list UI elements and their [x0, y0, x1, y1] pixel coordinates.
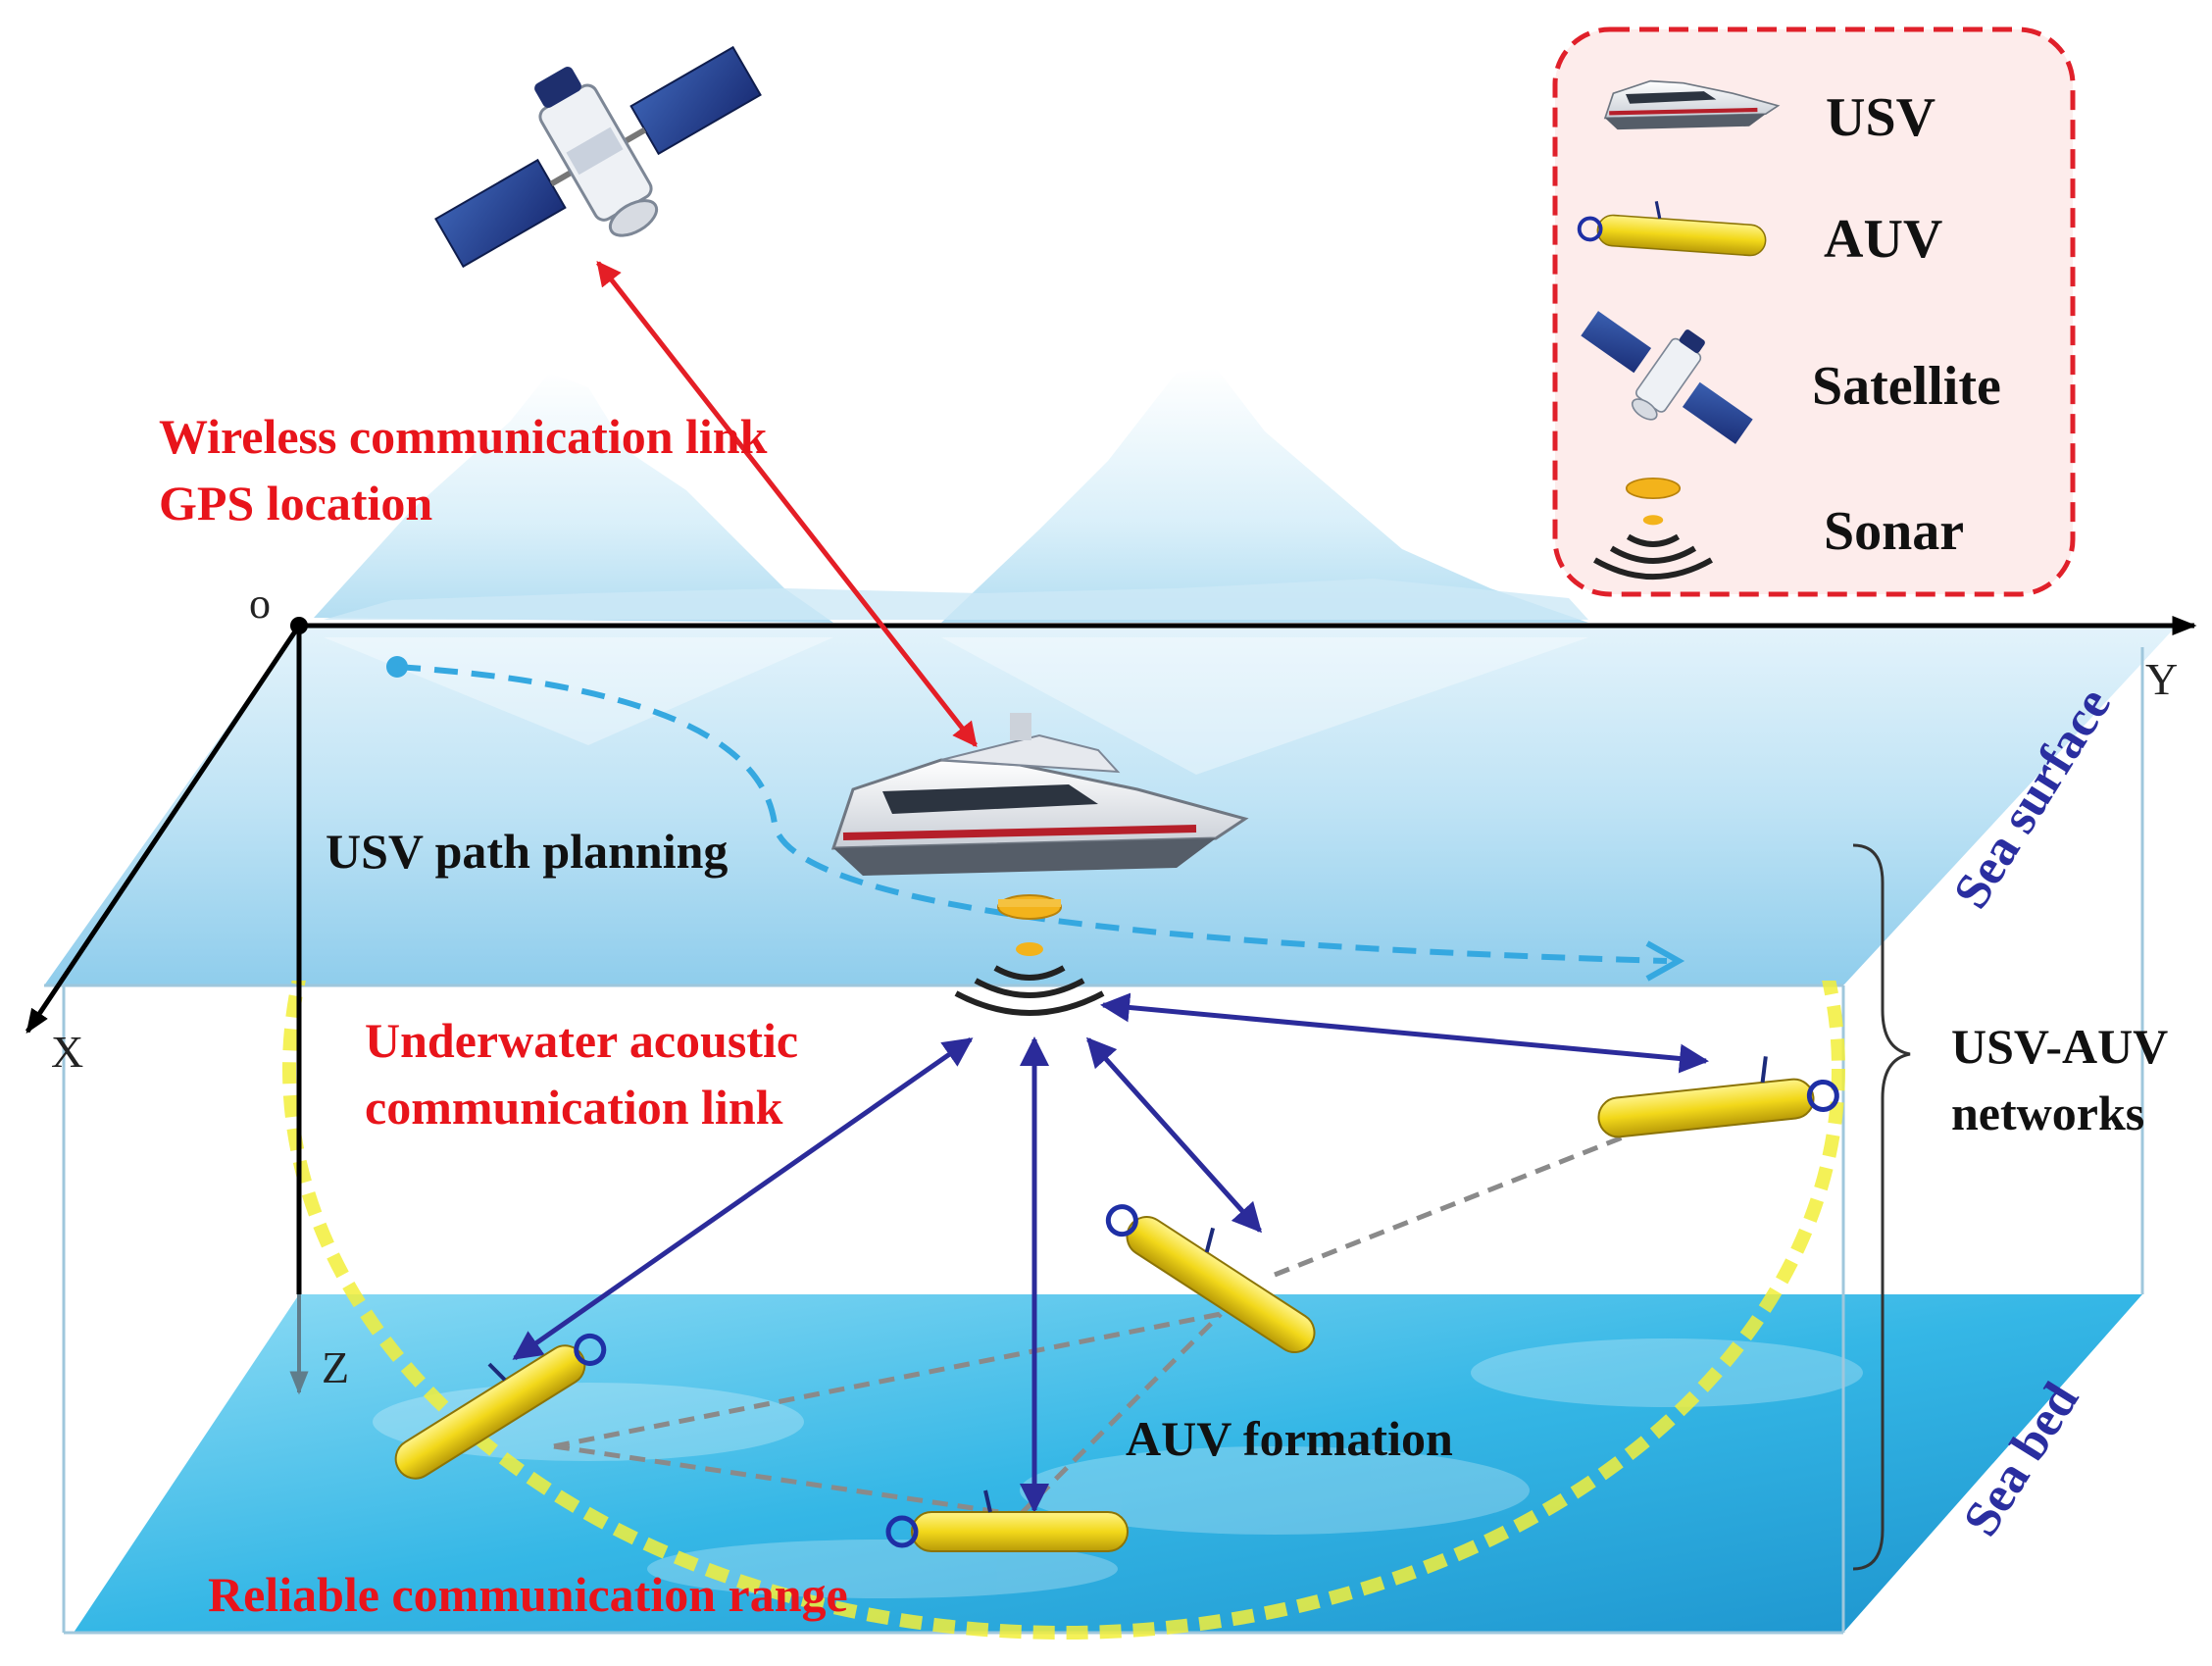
underwater-link-label-2: communication link [365, 1080, 783, 1135]
network-label-2: networks [1951, 1085, 2144, 1140]
wireless-link-arrow [596, 261, 978, 747]
legend-usv-label: USV [1826, 87, 1936, 148]
auv-vehicle-icon [394, 1333, 607, 1480]
acoustic-link-arrows [512, 992, 1709, 1513]
underwater-link-label: Underwater acoustic [365, 1013, 798, 1068]
axis-y-label: Y [2145, 654, 2178, 704]
reliable-range-label: Reliable communication range [208, 1567, 848, 1622]
usv-boat-icon [830, 713, 1249, 876]
usv-path-label: USV path planning [326, 824, 728, 879]
legend-sonar-icon [1593, 477, 1713, 581]
satellite-icon [434, 45, 762, 269]
iceberg-background [314, 368, 1588, 623]
axis-origin-dot [290, 617, 308, 634]
gps-location-label: GPS location [159, 476, 432, 530]
sonar-icon [954, 894, 1105, 1016]
reliable-range-circle [282, 981, 1845, 1640]
auv-vehicle-icon [1105, 1204, 1316, 1354]
legend-sonar-label: Sonar [1824, 501, 1964, 562]
legend-usv-icon [1603, 79, 1781, 130]
legend-auv-icon [1577, 201, 1767, 257]
legend-satellite-icon [1581, 311, 1753, 444]
axis-z-label: Z [322, 1342, 349, 1392]
sea-bed-plane [74, 1294, 2142, 1633]
legend-auv-label: AUV [1824, 209, 1942, 270]
auv-vehicle-icon [1597, 1056, 1839, 1138]
auv-formation-lines [553, 1125, 1648, 1518]
legend-satellite-label: Satellite [1812, 356, 2001, 417]
network-brace [1852, 843, 1911, 1571]
axis-origin-label: o [249, 580, 271, 628]
wireless-link-label: Wireless communication link [159, 409, 768, 464]
usv-path-curve [386, 656, 1685, 982]
auv-vehicle-icon [885, 1489, 1129, 1552]
network-label: USV-AUV [1951, 1019, 2168, 1074]
axis-x-label: X [51, 1027, 83, 1077]
legend: USV AUV Satellite Sonar [1552, 26, 2076, 597]
auv-formation-label: AUV formation [1126, 1411, 1453, 1466]
